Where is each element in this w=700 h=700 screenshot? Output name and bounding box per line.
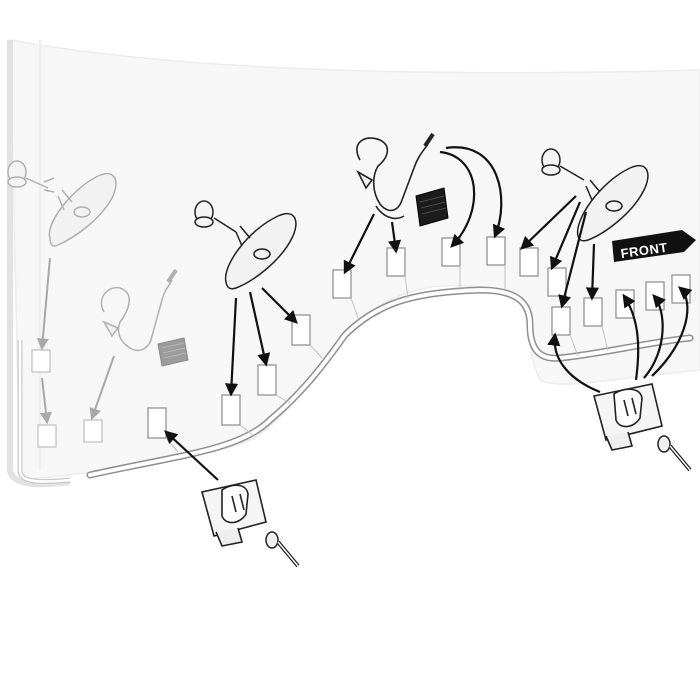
wire-clip-icon	[100, 268, 178, 352]
fastener-pad-icon	[157, 337, 189, 367]
front-label: FRONT	[620, 240, 669, 261]
front-direction-indicator: FRONT	[612, 230, 696, 262]
molding-clip-icon	[576, 165, 649, 242]
rivet-icon	[265, 531, 300, 568]
door-panel-outline	[7, 39, 700, 488]
molding-rail	[17, 286, 694, 485]
rivet-icon	[657, 435, 692, 472]
tab-clip-icon	[201, 479, 267, 547]
arrow-bottom-center	[164, 430, 219, 481]
clip-locations	[147, 236, 691, 439]
arrows-left-group	[224, 287, 298, 397]
molding-clip-icon	[48, 173, 117, 247]
tab-clip-icon	[593, 383, 663, 451]
arrows-faded	[36, 257, 115, 425]
push-clip-icon	[7, 160, 55, 193]
arrows-right-group	[520, 195, 599, 309]
fastener-pad-icon	[415, 187, 449, 227]
arrows-center-group	[343, 146, 506, 275]
wire-clip-icon	[356, 132, 435, 220]
push-clip-icon	[541, 148, 585, 181]
push-clip-icon	[194, 200, 237, 233]
molding-clip-icon	[224, 213, 297, 290]
arrows-bottom-right	[547, 286, 693, 394]
